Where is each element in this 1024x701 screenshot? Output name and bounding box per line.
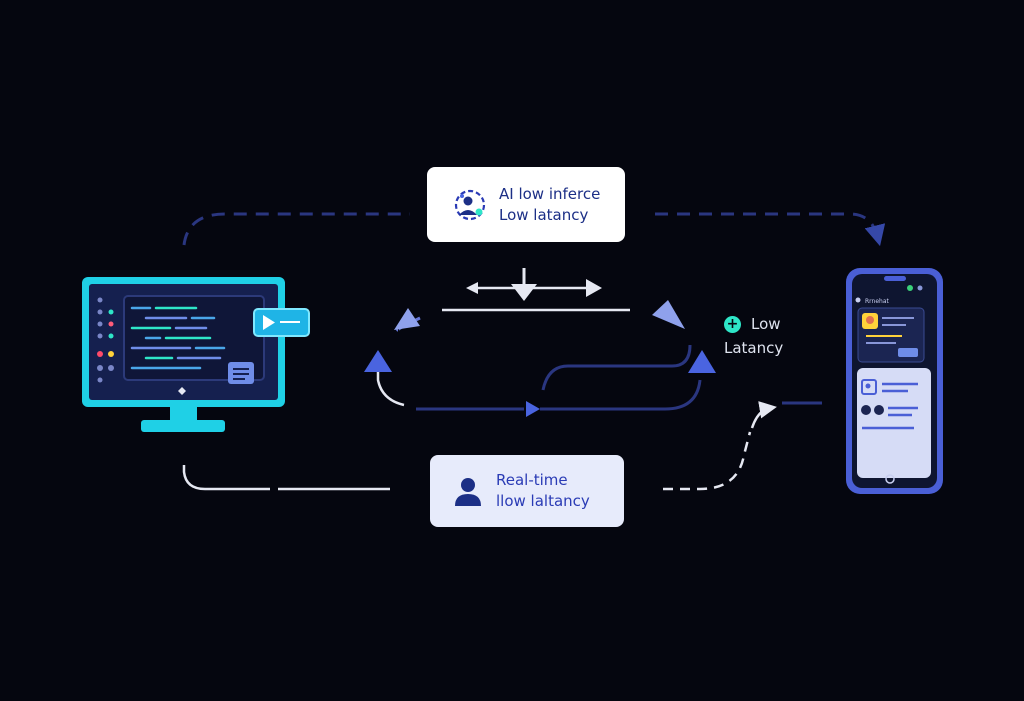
ai-inference-card: AI low inferce Low latancy [427, 167, 625, 242]
wire-bottom-right-arrow [750, 401, 777, 429]
realtime-latency-text: Real-time llow laltancy [496, 470, 590, 512]
realtime-line1: Real-time [496, 471, 568, 489]
loop-left-upper-arrow [394, 308, 420, 330]
low-latency-line1: Low [751, 315, 781, 333]
ai-inference-line1: AI low inferce [499, 184, 601, 203]
loop-right-upper-arrow [652, 300, 685, 329]
wire-bottom-left [182, 465, 270, 491]
loop-bottom-arrow [526, 401, 540, 417]
loop-left-lower-arrow [364, 350, 392, 372]
loop-bottom-right [540, 379, 702, 411]
desktop-monitor [82, 277, 285, 432]
user-icon [455, 478, 481, 506]
down-arrow-head [511, 284, 537, 301]
wire-bottom-right [663, 431, 752, 491]
loop-right-lower-arrow [688, 350, 716, 373]
realtime-latency-card: Real-time llow laltancy [430, 455, 624, 527]
double-arrow-left-head [466, 282, 478, 294]
loop-left-down [376, 370, 405, 407]
ai-inference-text: AI low inferce Low latancy [499, 184, 600, 226]
video-popup-icon [253, 308, 310, 337]
ai-user-gear-icon [454, 189, 486, 220]
double-arrow-right-head [586, 279, 602, 297]
realtime-line2: llow laltancy [496, 492, 590, 510]
low-latency-line2: Latancy [724, 339, 784, 357]
plus-badge-icon: + [724, 315, 741, 333]
smartphone [846, 268, 943, 494]
wire-top-left [182, 212, 410, 246]
low-latency-label: + Low Latancy [724, 312, 783, 360]
ai-inference-line2: Low latancy [499, 205, 589, 224]
loop-inner-curve [541, 344, 692, 391]
phone-header-text: Rrnehat [865, 298, 890, 305]
wire-top-right [655, 212, 886, 247]
